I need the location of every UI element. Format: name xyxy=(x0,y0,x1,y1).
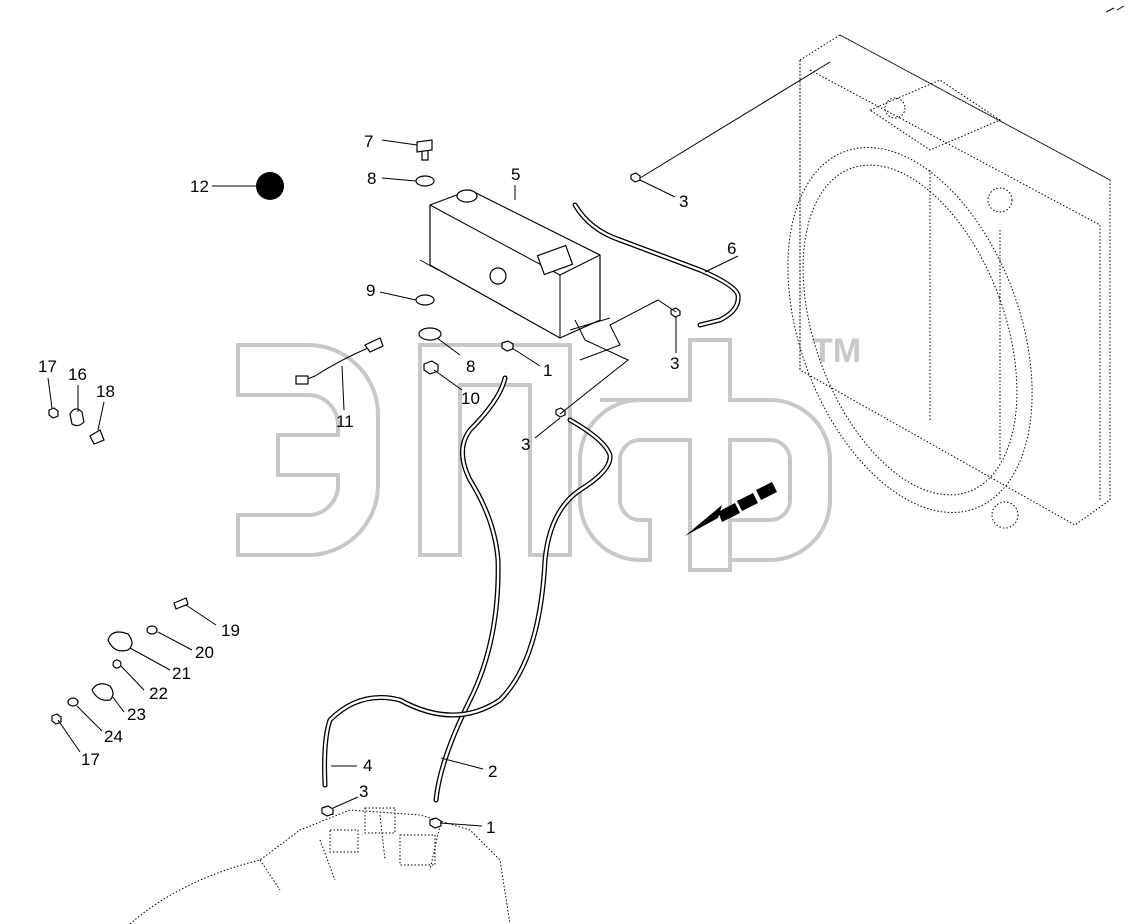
callout-20: 20 xyxy=(195,643,214,662)
callout-9: 9 xyxy=(366,281,375,300)
callout-24: 24 xyxy=(104,727,123,746)
callout-8-lower: 8 xyxy=(466,357,475,376)
corner-mark xyxy=(1105,5,1125,13)
hose-2 xyxy=(433,375,508,803)
callout-18: 18 xyxy=(96,382,115,401)
callout-19: 19 xyxy=(221,621,240,640)
leader-lines xyxy=(47,61,831,827)
radiator-assembly xyxy=(787,34,1111,529)
callout-8-top: 8 xyxy=(367,169,376,188)
callout-12: 12 xyxy=(190,177,209,196)
callout-22: 22 xyxy=(149,684,168,703)
watermark-trademark: TM xyxy=(812,332,861,370)
flow-direction-arrow xyxy=(685,482,777,536)
callout-16: 16 xyxy=(68,365,87,384)
callout-3-bottom: 3 xyxy=(359,782,368,801)
callout-17-top: 17 xyxy=(38,357,57,376)
callout-3-mid-right: 3 xyxy=(670,354,679,373)
watermark-logo: TM xyxy=(236,332,861,572)
callout-1-bottom: 1 xyxy=(486,818,495,837)
hose-6 xyxy=(572,202,741,328)
callout-21: 21 xyxy=(172,664,191,683)
callout-10: 10 xyxy=(461,389,480,408)
sensor-cable xyxy=(295,337,384,385)
callout-3-mid: 3 xyxy=(521,435,530,454)
part-12-dot xyxy=(256,172,284,200)
fasteners xyxy=(48,139,681,829)
callout-1-upper: 1 xyxy=(543,361,552,380)
callout-11: 11 xyxy=(336,412,354,431)
hose-4 xyxy=(322,417,613,788)
callout-7: 7 xyxy=(364,132,373,151)
callout-5: 5 xyxy=(511,165,520,184)
callout-2: 2 xyxy=(488,762,497,781)
engine-block xyxy=(129,807,511,924)
callout-4: 4 xyxy=(363,756,372,775)
callout-6: 6 xyxy=(727,239,736,258)
callout-17-bottom: 17 xyxy=(81,750,100,769)
callout-23: 23 xyxy=(127,705,146,724)
callout-labels: 7 8 12 5 3 6 9 3 8 1 10 11 3 17 16 18 19… xyxy=(38,132,736,837)
callout-3-upper-right: 3 xyxy=(679,192,688,211)
expansion-tank xyxy=(419,189,611,339)
